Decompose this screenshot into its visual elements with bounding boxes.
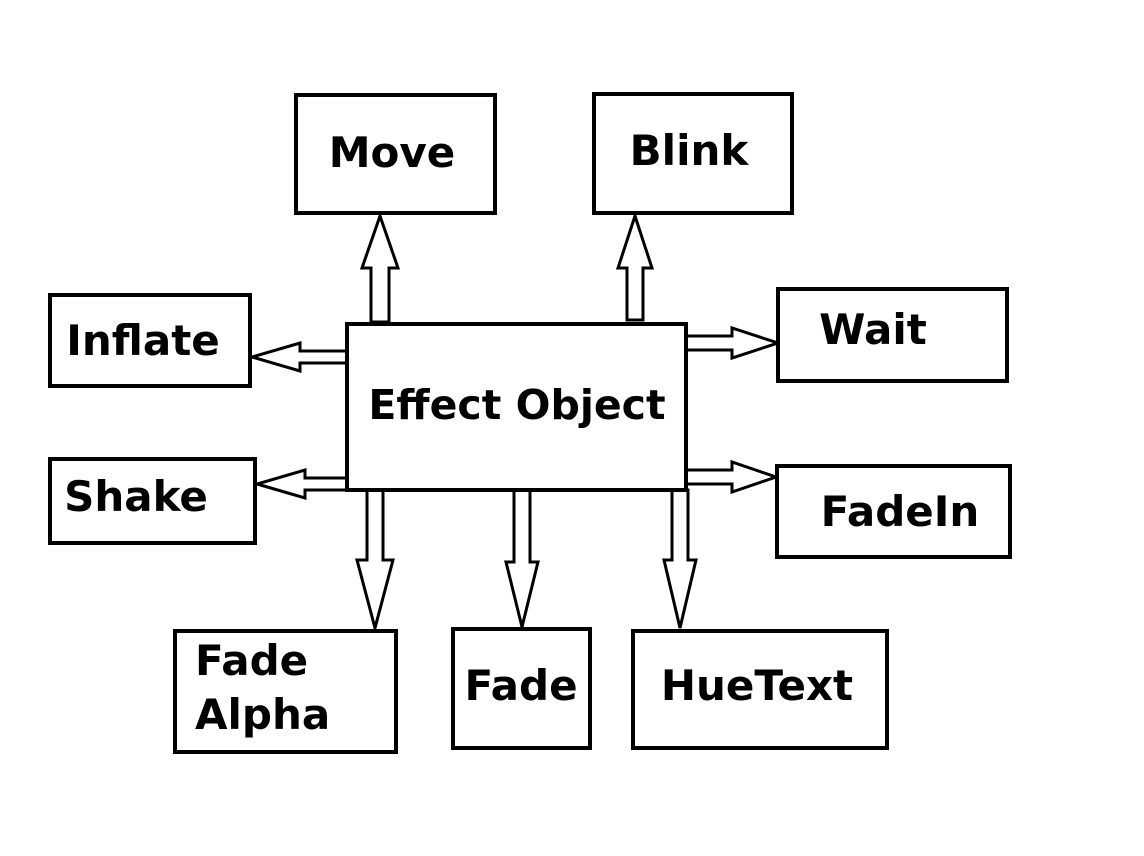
node-blink-label: Blink [630,126,750,175]
center-node-effect-object: Effect Object [345,322,688,492]
arrows [246,211,783,634]
node-inflate: Inflate [48,293,252,388]
node-fade-alpha: Fade Alpha [173,629,398,754]
node-inflate-label: Inflate [66,316,220,365]
node-wait: Wait [776,287,1009,383]
node-fadein-label: FadeIn [821,487,980,536]
node-fade: Fade [451,627,592,750]
node-fadein: FadeIn [775,464,1012,559]
node-huetext-label: HueText [661,661,853,710]
node-move-label: Move [329,128,456,177]
arrow-to-huetext [662,488,698,629]
node-move: Move [294,93,497,215]
node-fade-label: Fade [464,661,577,710]
arrow-to-blink [615,211,655,322]
node-fade-alpha-line1: Fade [195,636,308,685]
arrow-to-fade-alpha [355,488,395,634]
arrow-to-fadein [684,459,781,495]
arrow-to-fade [504,488,540,628]
node-blink: Blink [592,92,794,215]
node-shake-label: Shake [64,472,208,521]
node-huetext: HueText [631,629,889,750]
node-wait-label: Wait [819,305,927,354]
arrow-to-inflate [246,341,349,373]
center-node-label: Effect Object [368,381,665,429]
arrow-to-move [359,211,401,324]
node-fade-alpha-line2: Alpha [195,690,330,739]
node-shake: Shake [48,457,257,545]
arrow-to-shake [251,468,349,500]
arrow-to-wait [684,325,783,361]
